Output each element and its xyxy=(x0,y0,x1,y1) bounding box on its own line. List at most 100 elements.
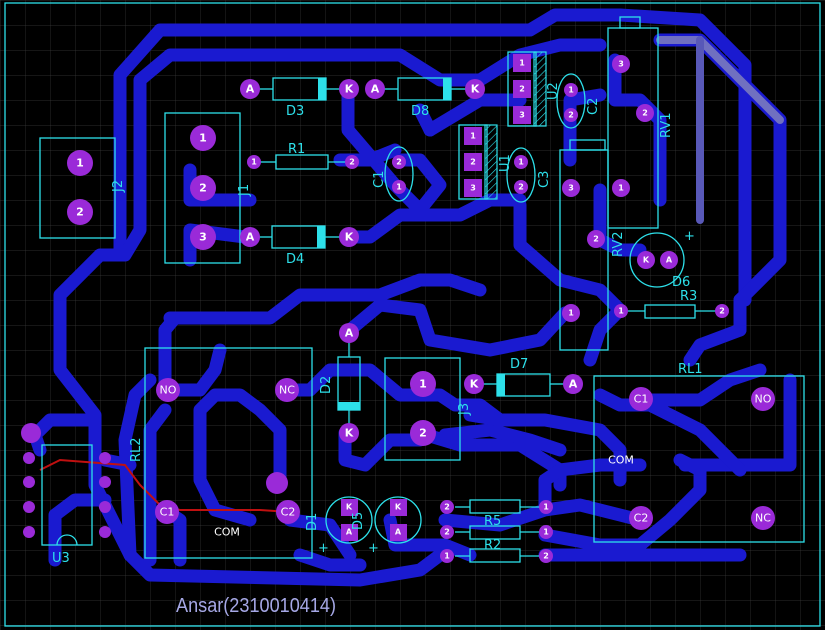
rv2-pads: 3 2 1 xyxy=(562,179,605,322)
svg-text:NO: NO xyxy=(755,393,772,406)
label-j1: J1 xyxy=(237,184,252,197)
label-rv1: RV1 xyxy=(659,113,674,139)
label-c1: C1 xyxy=(372,171,387,188)
j3-pads: 1 2 xyxy=(410,371,436,446)
d3-band xyxy=(318,78,326,100)
svg-text:1: 1 xyxy=(568,86,574,95)
d4-pads: A K xyxy=(240,227,359,247)
c3-outline xyxy=(506,147,536,203)
d8-pads: A K xyxy=(365,79,485,99)
svg-text:3: 3 xyxy=(618,60,624,69)
designer-signature: Ansar(2310010414) xyxy=(176,595,336,617)
svg-text:1: 1 xyxy=(618,307,624,316)
label-d7: D7 xyxy=(510,357,528,372)
label-rv2: RV2 xyxy=(611,232,626,258)
svg-text:1: 1 xyxy=(519,59,525,68)
svg-text:A: A xyxy=(569,378,578,391)
svg-text:K: K xyxy=(345,427,354,440)
svg-text:1: 1 xyxy=(518,158,524,167)
u3-pads xyxy=(21,423,111,538)
c3-pads: 1 2 xyxy=(514,155,528,194)
svg-text:2: 2 xyxy=(519,85,525,94)
r3-pads: 1 2 xyxy=(614,304,729,318)
label-r3: R3 xyxy=(680,289,697,304)
designators: J2 J1 J3 D3 D8 D4 D7 D2 R1 R3 R5 R2 C1 C… xyxy=(52,82,703,566)
svg-text:2: 2 xyxy=(593,235,599,244)
rl1-pads: C1 NO COM C2 NC xyxy=(608,387,775,530)
label-rl1: RL1 xyxy=(678,362,703,377)
svg-text:COM: COM xyxy=(214,526,240,539)
svg-text:A: A xyxy=(246,231,255,244)
svg-text:2: 2 xyxy=(518,183,524,192)
u1-tab-hatch xyxy=(484,124,498,200)
rl2-outline xyxy=(144,347,313,559)
label-d3: D3 xyxy=(286,104,304,119)
svg-text:2: 2 xyxy=(199,182,207,195)
svg-text:3: 3 xyxy=(519,111,525,120)
svg-text:C2: C2 xyxy=(281,506,296,519)
u2-pads: 1 2 3 xyxy=(513,54,531,124)
c1-pads: 2 1 xyxy=(392,155,406,194)
svg-text:1: 1 xyxy=(444,552,450,561)
svg-text:K: K xyxy=(471,83,480,96)
svg-text:3: 3 xyxy=(568,184,574,193)
svg-text:A: A xyxy=(371,83,380,96)
svg-text:NC: NC xyxy=(279,384,295,397)
svg-text:2: 2 xyxy=(642,109,648,118)
svg-text:3: 3 xyxy=(470,184,476,193)
u3-notch xyxy=(56,534,78,546)
label-c2: C2 xyxy=(586,98,601,115)
j1-pads: 1 2 3 xyxy=(190,125,216,250)
label-d4: D4 xyxy=(286,252,304,267)
svg-text:K: K xyxy=(345,231,354,244)
d2-pads: A K xyxy=(339,323,359,443)
svg-text:2: 2 xyxy=(396,158,402,167)
r1-pads: 1 2 xyxy=(247,155,359,169)
d3-pads: A K xyxy=(240,79,359,99)
u3-outline xyxy=(41,444,93,546)
svg-text:K: K xyxy=(345,83,354,96)
svg-text:1: 1 xyxy=(76,157,84,170)
label-d8: D8 xyxy=(411,104,429,119)
svg-text:2: 2 xyxy=(349,158,355,167)
svg-text:A: A xyxy=(395,528,402,537)
d7-band xyxy=(497,374,505,396)
label-rl2: RL2 xyxy=(129,437,144,462)
svg-text:C1: C1 xyxy=(160,506,175,519)
d5-outline xyxy=(374,496,422,544)
svg-text:1: 1 xyxy=(543,503,549,512)
svg-text:2: 2 xyxy=(444,503,450,512)
rv2-tab xyxy=(569,139,606,151)
svg-text:3: 3 xyxy=(199,231,207,244)
label-d6: D6 xyxy=(672,275,690,290)
svg-text:A: A xyxy=(346,528,353,537)
c2-outline xyxy=(556,73,586,129)
d1-plus: + xyxy=(318,541,329,556)
svg-text:1: 1 xyxy=(251,158,257,167)
u1-pads: 1 2 3 xyxy=(464,127,482,197)
svg-text:2: 2 xyxy=(568,111,574,120)
svg-text:K: K xyxy=(470,378,479,391)
d6-plus: + xyxy=(684,229,695,244)
svg-text:A: A xyxy=(345,327,354,340)
svg-text:2: 2 xyxy=(419,427,427,440)
label-d2: D2 xyxy=(319,376,334,394)
label-u3: U3 xyxy=(52,551,70,566)
d2-band xyxy=(338,402,360,410)
svg-text:K: K xyxy=(346,503,353,512)
u2-tab-hatch xyxy=(533,51,547,127)
j2-outline xyxy=(39,137,116,239)
svg-text:COM: COM xyxy=(608,454,634,467)
svg-text:1: 1 xyxy=(396,183,402,192)
svg-text:K: K xyxy=(395,503,402,512)
svg-text:A: A xyxy=(666,256,673,265)
d5-pads: K A xyxy=(390,499,407,541)
svg-text:NO: NO xyxy=(160,384,177,397)
svg-text:1: 1 xyxy=(543,528,549,537)
label-u2: U2 xyxy=(546,82,561,100)
svg-text:1: 1 xyxy=(568,309,574,318)
top-layer-trace xyxy=(39,458,291,513)
label-j3: J3 xyxy=(457,403,472,416)
rv1-pads: 3 2 1 xyxy=(612,55,654,197)
